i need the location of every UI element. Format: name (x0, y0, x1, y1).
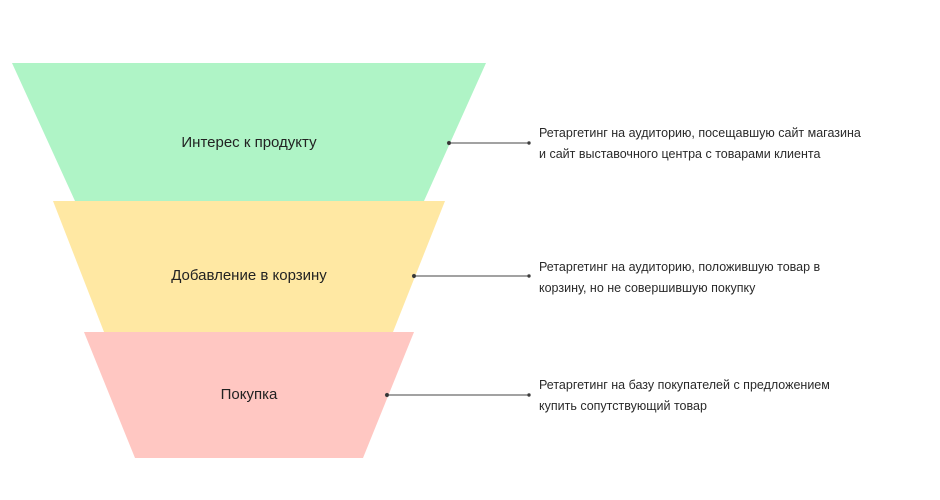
connector-dot (527, 141, 531, 145)
description-line: купить сопутствующий товар (539, 399, 707, 413)
description-line: и сайт выставочного центра с товарами кл… (539, 147, 821, 161)
connector-dot (384, 392, 390, 398)
stage-description-purchase: Ретаргетинг на базу покупателей с предло… (539, 375, 899, 417)
funnel-stage-purchase (84, 332, 414, 458)
funnel-stage-interest (12, 63, 486, 201)
stage-label-interest: Интерес к продукту (181, 134, 317, 151)
stage-label-cart: Добавление в корзину (171, 267, 327, 284)
connector-dot (446, 140, 452, 146)
stage-label-purchase: Покупка (220, 386, 278, 403)
funnel-stage-cart (53, 201, 445, 332)
description-line: корзину, но не совершившую покупку (539, 281, 756, 295)
connector-dot (527, 274, 531, 278)
connector-dot (411, 273, 417, 279)
description-line: Ретаргетинг на аудиторию, посещавшую сай… (539, 126, 861, 140)
connector-dot (527, 393, 531, 397)
stage-description-cart: Ретаргетинг на аудиторию, положившую тов… (539, 257, 899, 299)
description-line: Ретаргетинг на базу покупателей с предло… (539, 378, 830, 392)
stage-description-interest: Ретаргетинг на аудиторию, посещавшую сай… (539, 123, 899, 165)
description-line: Ретаргетинг на аудиторию, положившую тов… (539, 260, 821, 274)
